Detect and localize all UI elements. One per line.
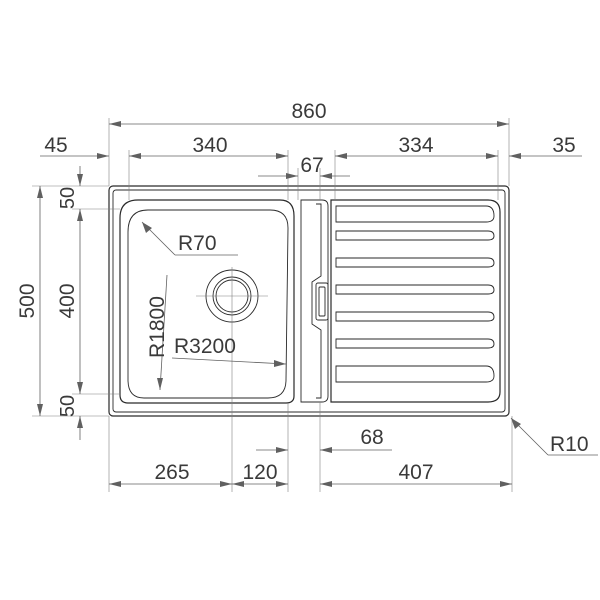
label-drainer-length: 407 [398,461,433,484]
label-divider-width: 67 [300,154,323,177]
channel-outline [300,199,329,403]
dimension-lines [37,121,598,487]
bowl [119,199,295,404]
sink-body [108,185,510,417]
drainer-rib [335,230,495,241]
label-bowl-width: 340 [192,134,227,157]
drainer-rib [335,311,495,322]
drainer-rib [335,365,495,383]
label-overall-height: 500 [16,283,39,318]
label-left-margin: 45 [44,134,67,157]
drainer-outline [330,199,501,403]
bowl-basin [127,209,289,399]
label-overflow-offset: 68 [360,426,383,449]
drainer-rib [335,338,495,349]
label-bottom-margin: 50 [57,395,79,417]
sink-outer-outline [108,185,510,417]
drainer-rib [335,284,495,295]
label-radius-outer-corner: R10 [550,433,589,456]
label-radius-bowl-bottom: R3200 [174,335,236,358]
dimension-labels: 860 45 340 67 334 35 500 400 50 50 265 1… [16,100,589,484]
label-bowl-height: 400 [56,283,79,318]
label-radius-bowl-side: R1800 [146,296,169,358]
sink-inner-rim [112,189,506,413]
label-right-margin: 35 [552,134,575,157]
label-drain-offset: 265 [154,461,189,484]
extension-lines [32,118,513,492]
overflow-slot-inner [318,286,326,317]
label-bowl-offset: 120 [242,461,277,484]
label-top-margin: 50 [57,187,79,209]
drainer-rib [335,205,495,223]
divider-channel [300,199,329,403]
drainer [330,199,501,403]
drainer-rib [335,257,495,268]
drain [196,267,268,326]
overflow-slot [315,282,329,321]
overflow-outline [311,203,322,399]
label-radius-bowl-corner: R70 [178,232,217,255]
label-overall-width: 860 [291,100,326,123]
bowl-rim [119,199,295,404]
label-drainer-width: 334 [398,134,433,157]
